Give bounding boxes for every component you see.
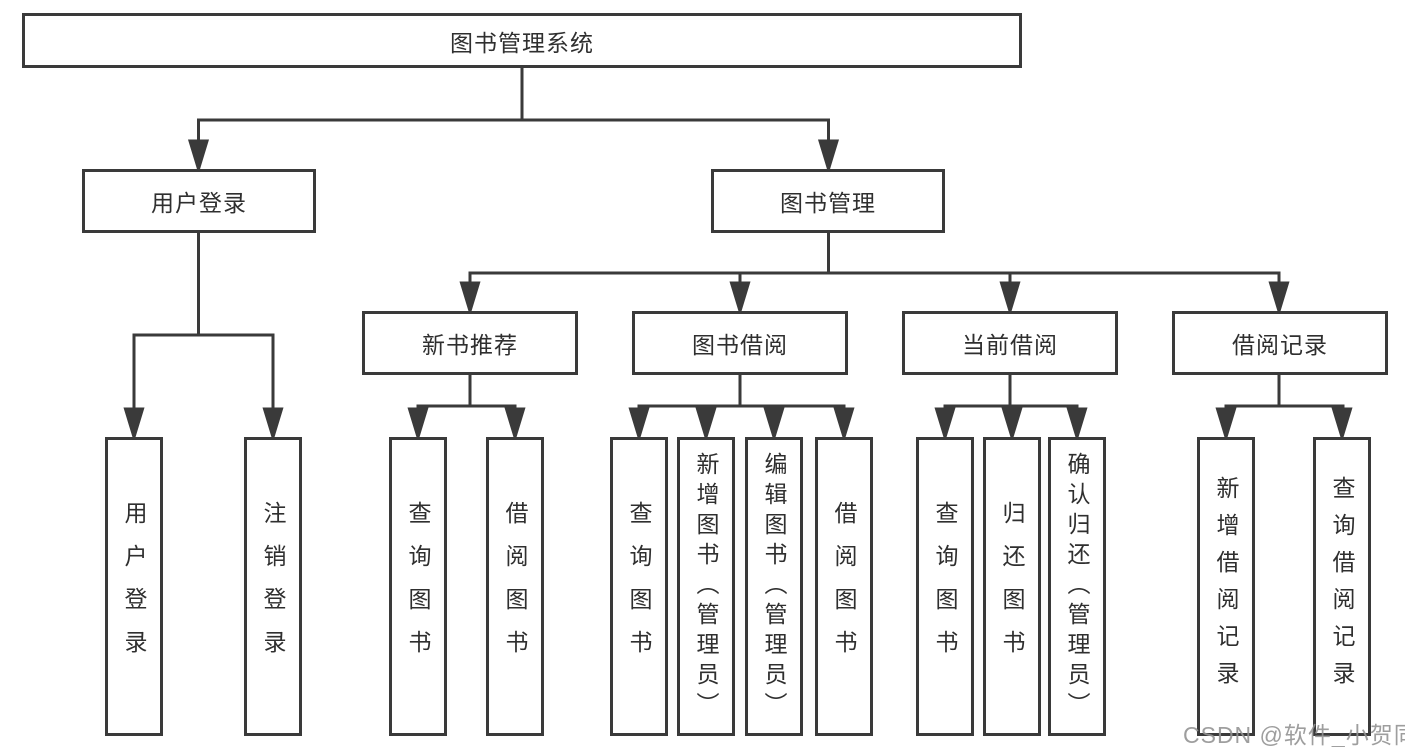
leaf-query-books: 查询图书 — [610, 437, 668, 736]
node-new-book-recommend: 新书推荐 — [362, 311, 578, 375]
leaf-edit-books-admin: 编辑图书（管理员） — [745, 437, 803, 736]
node-user-login: 用户登录 — [82, 169, 316, 233]
node-library-management-system: 图书管理系统 — [22, 13, 1022, 68]
leaf-logout: 注销登录 — [244, 437, 302, 736]
node-book-management: 图书管理 — [711, 169, 945, 233]
leaf-confirm-return-admin: 确认归还（管理员） — [1048, 437, 1106, 736]
leaf-user-login: 用户登录 — [105, 437, 163, 736]
leaf-borrow-books: 借阅图书 — [815, 437, 873, 736]
leaf-query-borrow-record: 查询借阅记录 — [1313, 437, 1371, 736]
node-book-borrowing: 图书借阅 — [632, 311, 848, 375]
node-borrowing-records: 借阅记录 — [1172, 311, 1388, 375]
leaf-add-books-admin: 新增图书（管理员） — [677, 437, 735, 736]
leaf-borrow-books: 借阅图书 — [486, 437, 544, 736]
node-current-borrowing: 当前借阅 — [902, 311, 1118, 375]
leaf-add-borrow-record: 新增借阅记录 — [1197, 437, 1255, 736]
leaf-return-books: 归还图书 — [983, 437, 1041, 736]
leaf-query-books: 查询图书 — [389, 437, 447, 736]
csdn-watermark: CSDN @软件_小贺同学 — [1183, 722, 1405, 747]
leaf-query-books: 查询图书 — [916, 437, 974, 736]
